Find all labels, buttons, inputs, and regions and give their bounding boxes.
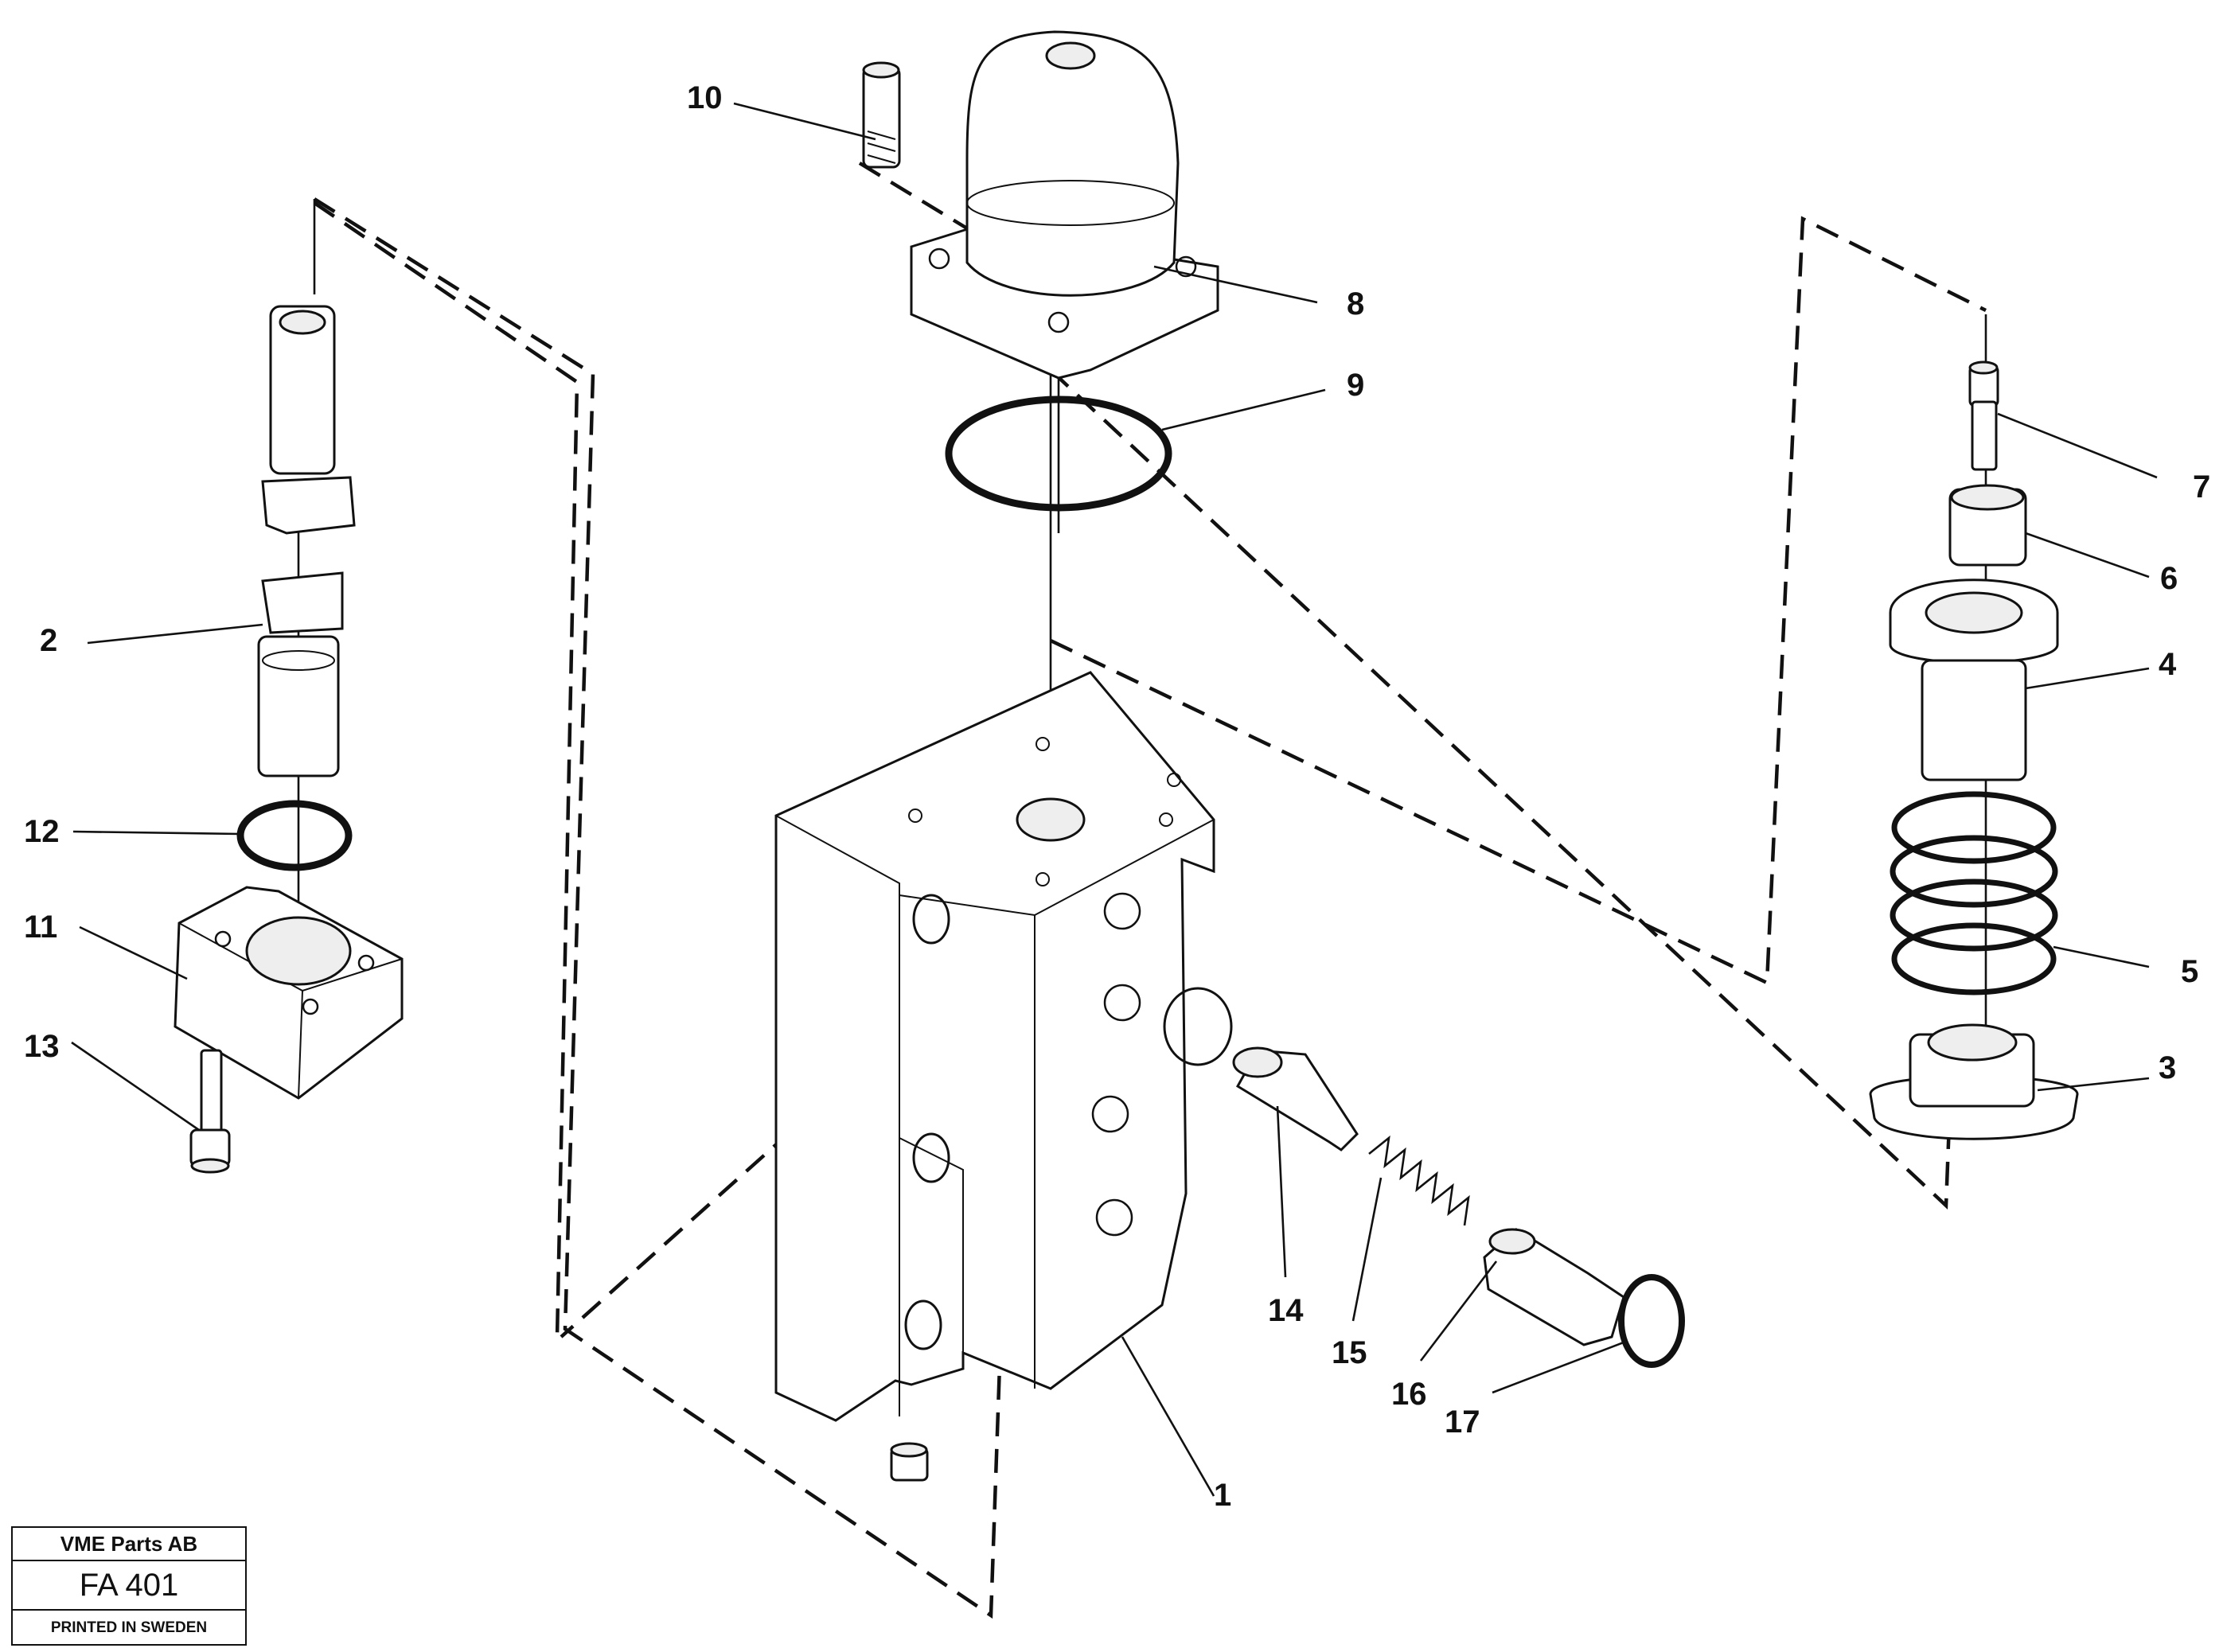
callout-10: 10	[687, 80, 723, 115]
callout-9: 9	[1347, 368, 1364, 403]
leader-lines	[71, 102, 2158, 1497]
printed-note: PRINTED IN SWEDEN	[50, 1619, 208, 1636]
company-name: VME Parts AB	[13, 1528, 245, 1561]
bolt-part-7	[1968, 360, 1999, 471]
spring-part-5	[1890, 791, 2058, 995]
flange-bolt-part-13	[189, 1049, 231, 1174]
callout-1: 1	[1214, 1478, 1231, 1513]
figure-code: FA 401	[13, 1561, 245, 1611]
spring-seat-part-4	[1889, 579, 2059, 781]
title-block: VME Parts AB FA 401 PRINTED IN SWEDEN	[11, 1526, 247, 1646]
block-plug	[890, 1442, 929, 1482]
callout-2: 2	[40, 623, 57, 658]
callout-11: 11	[24, 910, 57, 945]
sleeve-part-6	[1948, 484, 2027, 567]
o-ring-part-9	[945, 395, 1172, 512]
callout-8: 8	[1347, 286, 1364, 321]
callout-12: 12	[24, 814, 60, 849]
piston-part-16	[1483, 1228, 1625, 1346]
callout-13: 13	[24, 1029, 60, 1064]
callout-17: 17	[1445, 1405, 1480, 1440]
pilot-cap-part-8	[910, 30, 1219, 380]
sleeve-part-14	[1232, 1046, 1359, 1151]
callout-5: 5	[2181, 954, 2198, 989]
callout-4: 4	[2159, 647, 2177, 682]
snap-ring-part-17	[1618, 1274, 1685, 1368]
callout-7: 7	[2193, 469, 2210, 505]
spool-part-2	[257, 305, 356, 777]
flange-part-11	[174, 886, 404, 1100]
callout-3: 3	[2159, 1050, 2176, 1085]
valve-block-part-1	[774, 671, 1233, 1422]
callout-6: 6	[2160, 561, 2178, 596]
o-ring-part-12	[236, 800, 353, 871]
spring-seat-part-3	[1869, 1023, 2079, 1140]
callout-14: 14	[1268, 1293, 1304, 1328]
callout-15: 15	[1332, 1335, 1367, 1370]
spring-part-15	[1368, 1135, 1470, 1226]
callout-labels: 1 2 3 4 5 6 7 8 9 10 11 12 13 14 15 16 1…	[24, 80, 2210, 1513]
callout-16: 16	[1391, 1377, 1427, 1412]
cap-bolt-part-10	[862, 61, 901, 169]
